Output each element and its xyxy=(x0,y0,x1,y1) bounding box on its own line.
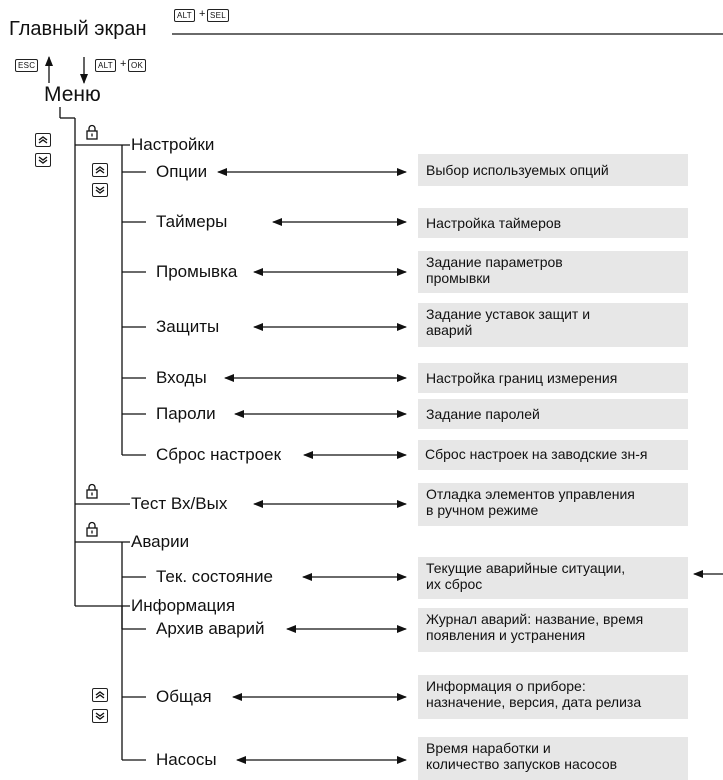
item-pumps: Насосы xyxy=(156,750,217,769)
item-inputs: Входы xyxy=(156,368,207,387)
item-alarm-archive: Архив аварий xyxy=(156,619,265,638)
key-ok: OK xyxy=(128,59,147,72)
item-current-state: Тек. состояние xyxy=(156,567,274,586)
plus-sign: + xyxy=(120,58,127,70)
desc-protections: Задание уставок защит и аварий xyxy=(418,303,688,347)
group-settings: Настройки xyxy=(131,135,215,154)
key-sel: SEL xyxy=(207,9,230,22)
double-chevron-down-icon xyxy=(35,153,51,167)
desc-passwords: Задание паролей xyxy=(418,399,688,429)
lock-icon xyxy=(86,483,98,499)
item-reset: Сброс настроек xyxy=(156,445,282,464)
lock-icon xyxy=(86,124,98,140)
group-io-test: Тест Вх/Вых xyxy=(131,494,228,513)
item-protections: Защиты xyxy=(156,317,220,336)
item-options: Опции xyxy=(156,162,208,181)
group-alarms: Аварии xyxy=(131,532,190,551)
desc-pumps: Время наработки и количество запусков на… xyxy=(418,737,688,780)
item-passwords: Пароли xyxy=(156,404,216,423)
desc-reset: Сброс настроек на заводские зн-я xyxy=(418,440,688,470)
key-alt: ALT xyxy=(174,9,195,22)
item-flush: Промывка xyxy=(156,262,238,281)
item-timers: Таймеры xyxy=(156,212,228,231)
double-chevron-up-icon xyxy=(35,133,51,147)
lock-icon xyxy=(86,521,98,537)
desc-alarm-archive: Журнал аварий: название, время появления… xyxy=(418,608,688,652)
desc-general: Информация о приборе: назначение, версия… xyxy=(418,675,688,719)
desc-flush: Задание параметров промывки xyxy=(418,251,688,293)
double-chevron-up-icon xyxy=(92,688,108,702)
menu-label: Меню xyxy=(44,83,101,106)
double-chevron-up-icon xyxy=(92,163,108,177)
key-esc: ESC xyxy=(15,59,39,72)
desc-timers: Настройка таймеров xyxy=(418,208,688,238)
item-general: Общая xyxy=(156,687,212,706)
key-alt: ALT xyxy=(95,59,116,72)
desc-current-state: Текущие аварийные ситуации, их сброс xyxy=(418,557,688,599)
desc-io-test: Отладка элементов управления в ручном ре… xyxy=(418,483,688,526)
main-screen-label: Главный экран xyxy=(9,18,147,40)
desc-inputs: Настройка границ измерения xyxy=(418,363,688,393)
plus-sign: + xyxy=(199,8,206,20)
desc-options: Выбор используемых опций xyxy=(418,154,688,186)
double-chevron-down-icon xyxy=(92,183,108,197)
group-info: Информация xyxy=(131,596,236,615)
double-chevron-down-icon xyxy=(92,709,108,723)
